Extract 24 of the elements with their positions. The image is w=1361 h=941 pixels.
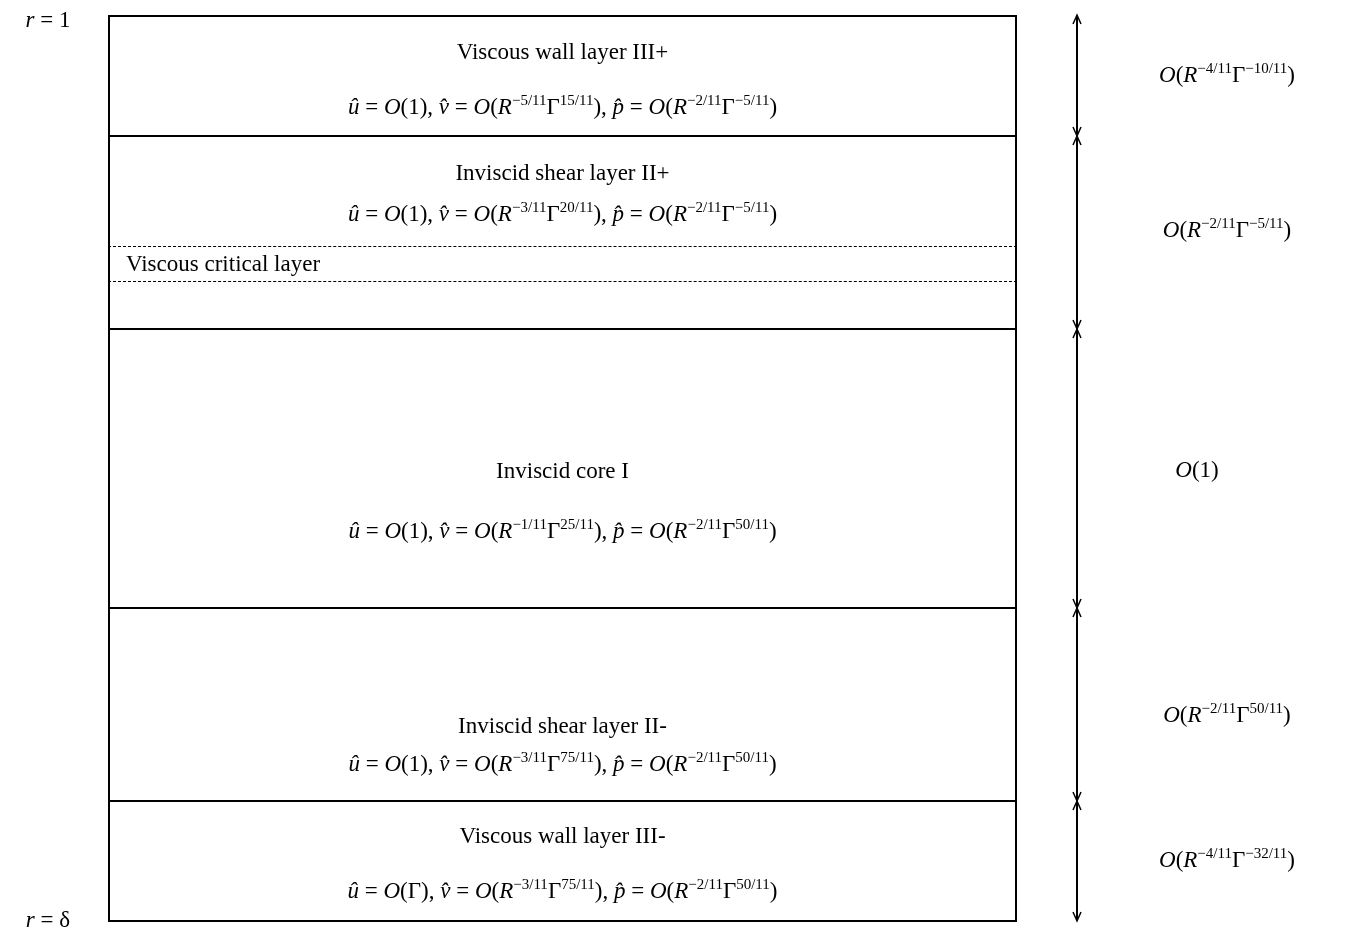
critical-layer-band	[108, 246, 1017, 282]
layer-box	[108, 328, 1017, 609]
layer-box	[108, 607, 1017, 802]
thickness-label: O(R$^{−2/11}$Γ$^{50/11}$)	[1163, 701, 1291, 729]
boundary-label: r = δ	[25, 906, 71, 934]
layer-name: Inviscid core I	[496, 457, 629, 485]
scaling-equation: û = O(1), v̂ = O(R$^{−1/11}$Γ$^{25/11}$), p̂ = O(R$^{−2/11}$Γ$^{50/11}$)	[348, 517, 777, 545]
layer-name: Inviscid shear layer II-	[458, 712, 667, 740]
layer-box	[108, 800, 1017, 922]
thickness-label: O(R$^{−4/11}$Γ$^{−32/11}$)	[1159, 846, 1295, 874]
layer-box	[108, 15, 1017, 137]
scaling-equation: û = O(1), v̂ = O(R$^{−3/11}$Γ$^{20/11}$), p̂ = O(R$^{−2/11}$Γ$^{−5/11}$)	[347, 200, 778, 228]
scaling-equation: û = O(Γ), v̂ = O(R$^{−3/11}$Γ$^{75/11}$), p̂ = O(R$^{−2/11}$Γ$^{50/11}$)	[347, 877, 778, 905]
scaling-equation: û = O(1), v̂ = O(R$^{−3/11}$Γ$^{75/11}$), p̂ = O(R$^{−2/11}$Γ$^{50/11}$)	[348, 750, 777, 778]
thickness-label: O(R$^{−4/11}$Γ$^{−10/11}$)	[1159, 61, 1295, 89]
layer-name: Viscous critical layer	[126, 251, 321, 277]
layer-name: Viscous wall layer III+	[456, 38, 669, 66]
layer-box	[108, 135, 1017, 330]
layer-name: Viscous wall layer III-	[459, 822, 666, 850]
thickness-label: O(R$^{−2/11}$Γ$^{−5/11}$)	[1162, 216, 1292, 244]
scaling-equation: û = O(1), v̂ = O(R$^{−5/11}$Γ$^{15/11}$), p̂ = O(R$^{−2/11}$Γ$^{−5/11}$)	[347, 93, 778, 121]
boundary-label: r = 1	[25, 6, 71, 34]
layer-name: Inviscid shear layer II+	[455, 159, 670, 187]
thickness-label: O(1)	[1175, 456, 1219, 484]
